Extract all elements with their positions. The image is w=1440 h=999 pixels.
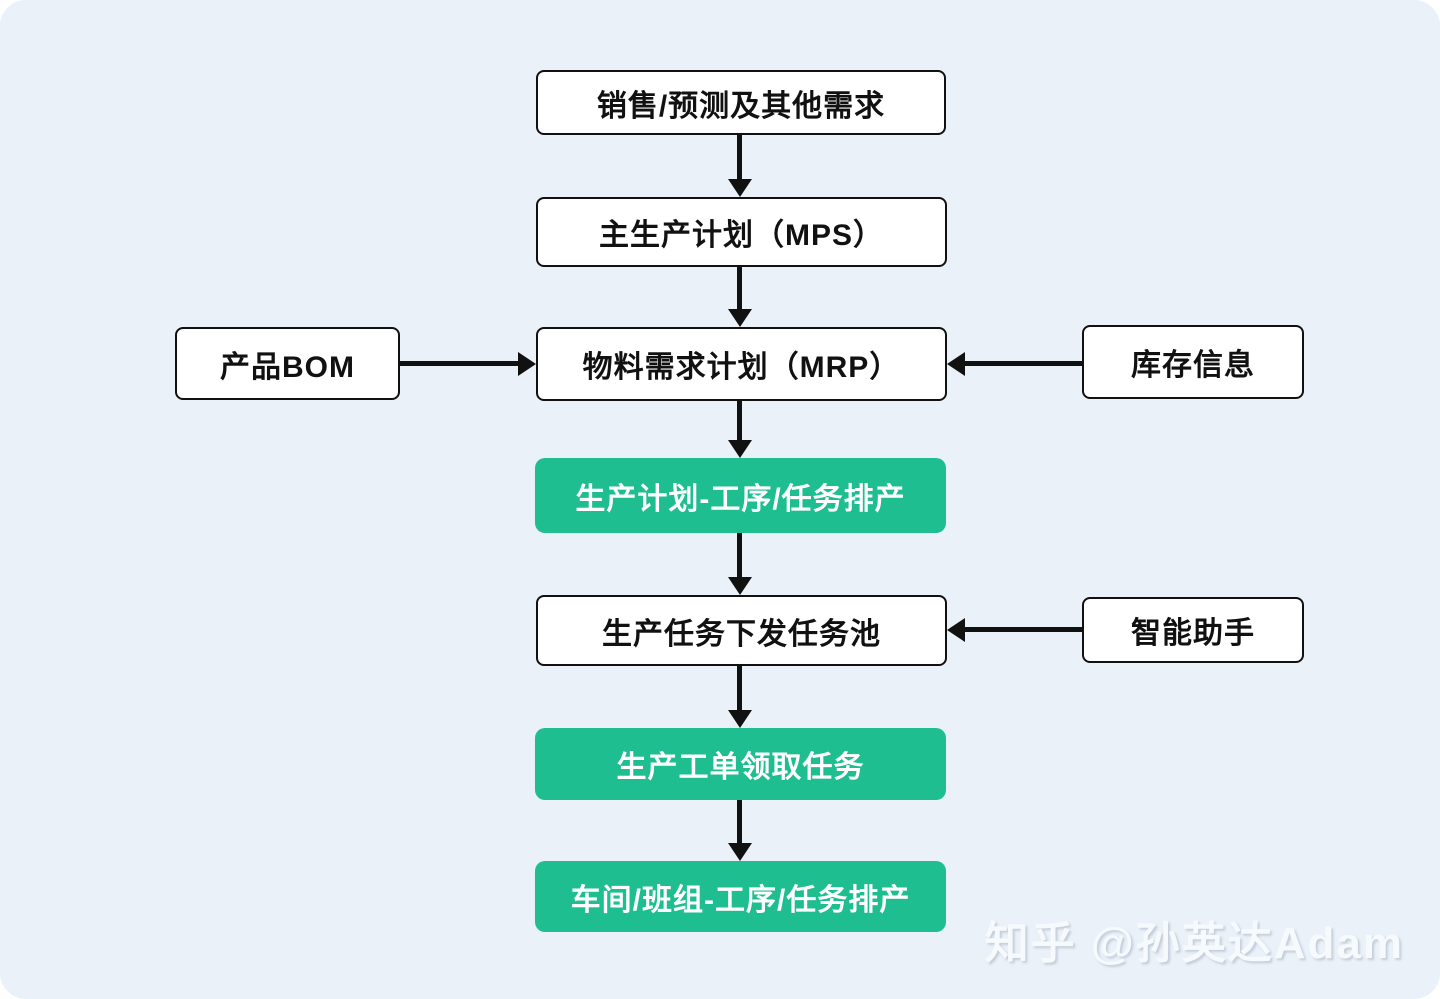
node-sales-forecast: 销售/预测及其他需求 (536, 70, 946, 135)
node-plan-scheduling: 生产计划-工序/任务排产 (535, 458, 946, 533)
node-mps: 主生产计划（MPS） (536, 197, 947, 267)
node-smart-assistant: 智能助手 (1082, 597, 1304, 663)
arrow-plan-to-task-pool (737, 533, 742, 577)
node-workshop-scheduling: 车间/班组-工序/任务排产 (535, 861, 946, 932)
arrow-work-order-to-workshop (737, 800, 742, 843)
node-product-bom: 产品BOM (175, 327, 400, 400)
arrow-inventory-to-mrp (965, 361, 1082, 366)
arrow-sales-to-mps (737, 135, 742, 179)
node-task-pool: 生产任务下发任务池 (536, 595, 947, 666)
arrow-assistant-to-task-pool (965, 627, 1082, 632)
arrow-bom-to-mrp (400, 361, 518, 366)
arrow-mrp-to-plan-scheduling (737, 401, 742, 440)
node-work-order: 生产工单领取任务 (535, 728, 946, 800)
arrow-task-pool-to-work-order (737, 666, 742, 710)
zhihu-watermark: 知乎 @孙英达Adam (984, 919, 1404, 968)
node-mrp: 物料需求计划（MRP） (536, 327, 947, 401)
node-inventory-info: 库存信息 (1082, 325, 1304, 399)
arrow-mps-to-mrp (737, 267, 742, 309)
